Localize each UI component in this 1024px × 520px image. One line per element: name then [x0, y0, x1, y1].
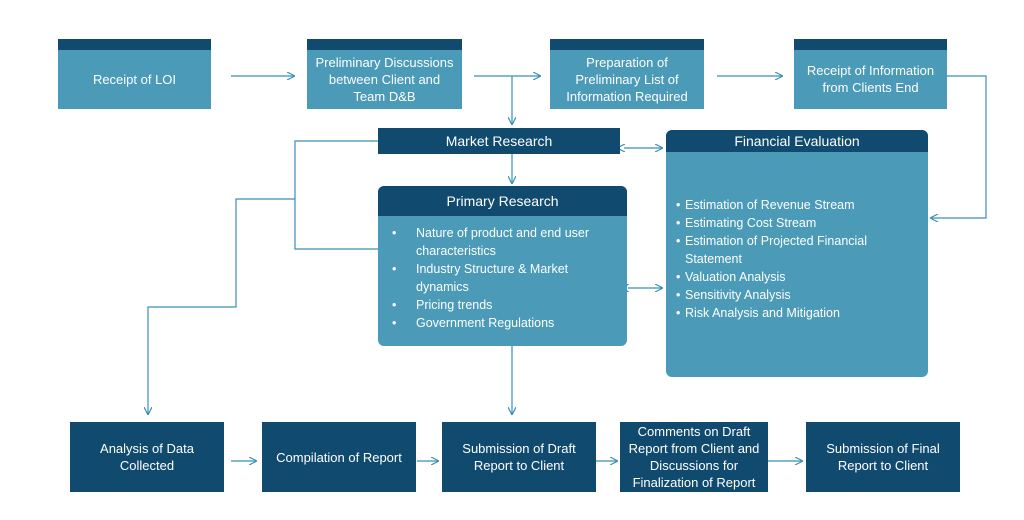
- receipt-information-box: Receipt of Information from Clients End: [794, 39, 947, 109]
- receipt-information-label: Receipt of Information from Clients End: [806, 63, 935, 95]
- comments-label: Comments on Draft Report from Client and…: [628, 424, 760, 490]
- list-item: •Pricing trends: [392, 298, 493, 312]
- receipt-loi-box: Receipt of LOI: [58, 39, 211, 109]
- list-item: •Government Regulations: [392, 316, 555, 330]
- list-item: •Risk Analysis and Mitigation: [676, 306, 840, 320]
- market-research-header: Market Research: [378, 128, 620, 154]
- list-item: •Sensitivity Analysis: [676, 288, 791, 302]
- market-research-title: Market Research: [445, 133, 553, 149]
- list-item: •Estimating Cost Stream: [676, 216, 817, 230]
- primary-research-header: Primary Research: [378, 186, 627, 216]
- bullet-icon: •: [392, 298, 397, 312]
- comments-box: Comments on Draft Report from Client and…: [620, 422, 768, 492]
- receipt-loi-label: Receipt of LOI: [92, 71, 177, 87]
- financial-evaluation-title: Financial Evaluation: [734, 133, 860, 149]
- arrow-to-analysis: [148, 198, 295, 414]
- analysis-box: Analysis of Data Collected: [70, 422, 224, 492]
- compilation-box: Compilation of Report: [262, 422, 416, 492]
- financial-evaluation-list: •Estimation of Revenue Stream •Estimatin…: [666, 152, 928, 322]
- bullet-icon: •: [676, 198, 681, 212]
- bullet-icon: •: [676, 234, 681, 248]
- submission-final-box: Submission of Final Report to Client: [806, 422, 960, 492]
- bullet-icon: •: [676, 288, 681, 302]
- preliminary-discussions-label: Preliminary Discussions between Client a…: [315, 54, 454, 104]
- financial-evaluation-header: Financial Evaluation: [666, 130, 928, 152]
- arrow-receipt-to-financial: [931, 75, 987, 218]
- primary-research-panel: Primary Research •Nature of product and …: [378, 186, 627, 346]
- list-item: •Valuation Analysis: [676, 270, 786, 284]
- bullet-icon: •: [676, 216, 681, 230]
- preparation-list-box: Preparation of Preliminary List of Infor…: [550, 39, 704, 109]
- primary-research-title: Primary Research: [446, 193, 559, 209]
- list-item: •Estimation of Revenue Stream: [676, 198, 855, 212]
- financial-evaluation-panel: Financial Evaluation •Estimation of Reve…: [666, 130, 928, 377]
- bullet-icon: •: [392, 226, 397, 240]
- bullet-icon: •: [676, 270, 681, 284]
- submission-final-label: Submission of Final Report to Client: [826, 441, 940, 473]
- bullet-icon: •: [392, 316, 397, 330]
- list-item: •Industry Structure & Market dynamics: [392, 262, 569, 294]
- preliminary-discussions-box: Preliminary Discussions between Client a…: [307, 39, 462, 109]
- preparation-list-label: Preparation of Preliminary List of Infor…: [566, 54, 688, 104]
- bracket-line: [294, 140, 378, 250]
- bullet-icon: •: [676, 306, 681, 320]
- submission-draft-box: Submission of Draft Report to Client: [442, 422, 596, 492]
- primary-research-list: •Nature of product and end user characte…: [378, 216, 627, 332]
- bullet-icon: •: [392, 262, 397, 276]
- compilation-label: Compilation of Report: [276, 449, 402, 465]
- list-item: •Estimation of Projected Financial State…: [676, 234, 868, 266]
- analysis-label: Analysis of Data Collected: [100, 441, 194, 473]
- submission-draft-label: Submission of Draft Report to Client: [462, 441, 576, 473]
- list-item: •Nature of product and end user characte…: [392, 226, 590, 258]
